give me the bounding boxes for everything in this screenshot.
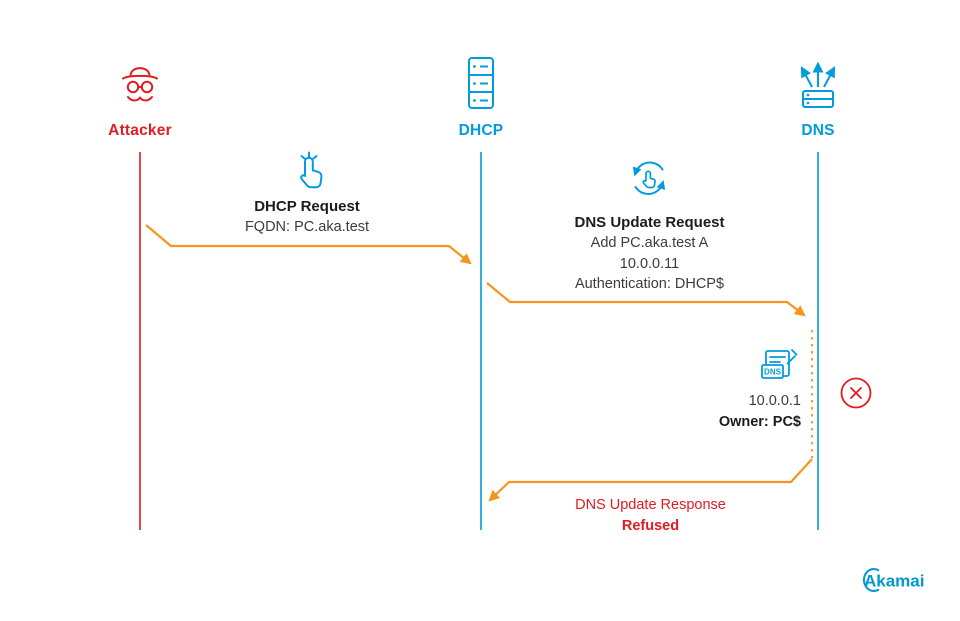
dns-update-response-line2: Refused xyxy=(621,517,680,534)
actor-label-dns: DNS xyxy=(801,122,835,139)
record-badge-label: DNS xyxy=(764,368,782,377)
dns-arrow-up-left xyxy=(800,66,813,88)
tap-hand-icon xyxy=(300,151,323,189)
dns-record-file-icon: DNS xyxy=(761,349,798,379)
message-dns-update-response: DNS Update Response Refused xyxy=(553,495,748,536)
dns-update-request-title: DNS Update Request xyxy=(574,214,725,231)
dns-update-request-line2: 10.0.0.11 xyxy=(619,255,680,272)
dns-update-request-line1: Add PC.aka.test A xyxy=(590,235,709,251)
spy-hat-brim xyxy=(122,74,158,80)
akamai-logo: Akamai xyxy=(863,568,924,592)
spy-mustache xyxy=(127,96,153,102)
dhcp-request-detail: FQDN: PC.aka.test xyxy=(244,219,370,235)
spy-hat-dome xyxy=(129,67,151,77)
sync-tap-icon xyxy=(632,161,666,195)
dns-record-ip: 10.0.0.1 xyxy=(748,393,801,409)
dns-update-response-line1: DNS Update Response xyxy=(575,497,726,513)
akamai-logo-orbit xyxy=(863,568,880,592)
record-badge xyxy=(761,364,784,379)
dhcp-request-title: DHCP Request xyxy=(254,198,360,215)
dns-record-owner: Owner: PC$ xyxy=(718,414,801,430)
spy-glasses-left xyxy=(126,80,140,94)
message-dns-update-request: DNS Update Request Add PC.aka.test A 10.… xyxy=(552,212,747,295)
actor-label-attacker: Attacker xyxy=(108,122,172,139)
attacker-spy-icon xyxy=(122,67,158,102)
spy-glasses-right xyxy=(140,80,154,94)
message-dhcp-request: DHCP Request FQDN: PC.aka.test xyxy=(212,196,402,238)
x-circle-icon xyxy=(840,377,872,409)
akamai-logo-text: Akamai xyxy=(864,572,924,591)
tap-hand xyxy=(300,156,323,189)
tap-ray-left xyxy=(300,155,306,160)
dhcp-server-icon xyxy=(468,57,494,109)
sync-arc-bottom xyxy=(634,180,666,195)
record-pencil xyxy=(786,349,798,365)
server-body xyxy=(468,57,494,109)
sync-tap-hand xyxy=(642,170,656,189)
dns-update-request-line3: Authentication: DHCP$ xyxy=(574,276,725,292)
sync-arc-top xyxy=(632,161,664,177)
arrow-dhcp-request xyxy=(145,224,472,265)
actor-label-dhcp: DHCP xyxy=(458,122,504,139)
dns-network-icon xyxy=(800,61,836,108)
dns-arrow-up-right xyxy=(823,66,836,88)
tap-ray-right xyxy=(312,155,318,160)
arrow-dns-update-response xyxy=(488,458,813,502)
dns-record-text: 10.0.0.1 Owner: PC$ xyxy=(650,391,801,433)
arrow-dns-update-request xyxy=(486,282,806,317)
